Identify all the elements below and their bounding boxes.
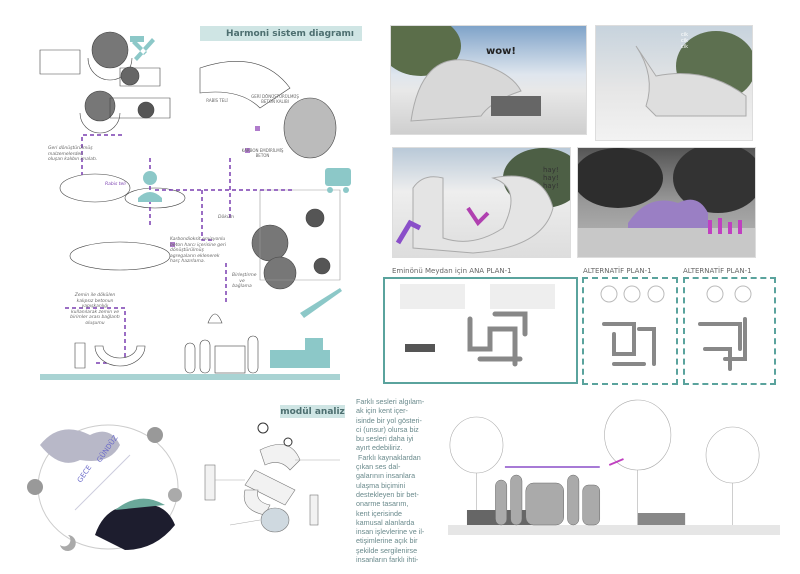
render-2: cik cik cik [595, 25, 753, 141]
plan-main-title: Eminönü Meydan için ANA PLAN-1 [392, 267, 512, 275]
render-3: hay! hay! hay! [392, 147, 571, 258]
note-rabis-teli: Rabis teli [105, 182, 126, 187]
note-birlestirme: Birleştirme ve bağlama [232, 273, 257, 289]
label-beton-kalibi: GERİ DÖNÜŞTÜRÜLMÜŞ BETON KALIBI [251, 94, 299, 104]
plan-alt1 [582, 277, 678, 385]
note-dokum: Döküm [218, 215, 235, 220]
description-paragraph: Farklı sesleri algılam- ak için kent içe… [356, 397, 425, 565]
day-night-cycle-diagram [27, 424, 182, 551]
note-zemin: Zemin ile dökülen kalıpsız betonun yapış… [70, 293, 120, 326]
render-1: wow! [390, 25, 587, 135]
label-rabis-teli: RABİS TELİ [206, 98, 228, 103]
note-kalip-imalat: Geri dönüştürülmüş malzemelerden oluşan … [48, 146, 98, 162]
note-harc: Karbondioksit emisyonlu beton harcı içer… [170, 237, 227, 264]
harmony-system-diagram [39, 31, 351, 380]
plan-alt1-title: ALTERNATİF PLAN-1 [583, 267, 652, 275]
render-2-text: cik cik cik [681, 32, 689, 50]
plan-alt2-title: ALTERNATİF PLAN-1 [683, 267, 752, 275]
section-title-modul: modül analiz [280, 405, 345, 418]
render-1-text: wow! [486, 46, 516, 57]
section-title-harmoni: Harmoni sistem diagramı [200, 26, 362, 41]
module-exploded-drawing [204, 422, 340, 533]
plan-alt2 [683, 277, 776, 385]
plan-main [383, 277, 578, 384]
section-elevation [448, 399, 780, 535]
label-karbon-beton: KARBON EMDİRİLMİŞ BETON [241, 148, 284, 158]
render-3-text: hay! hay! hay! [543, 166, 559, 190]
render-4 [577, 147, 756, 258]
